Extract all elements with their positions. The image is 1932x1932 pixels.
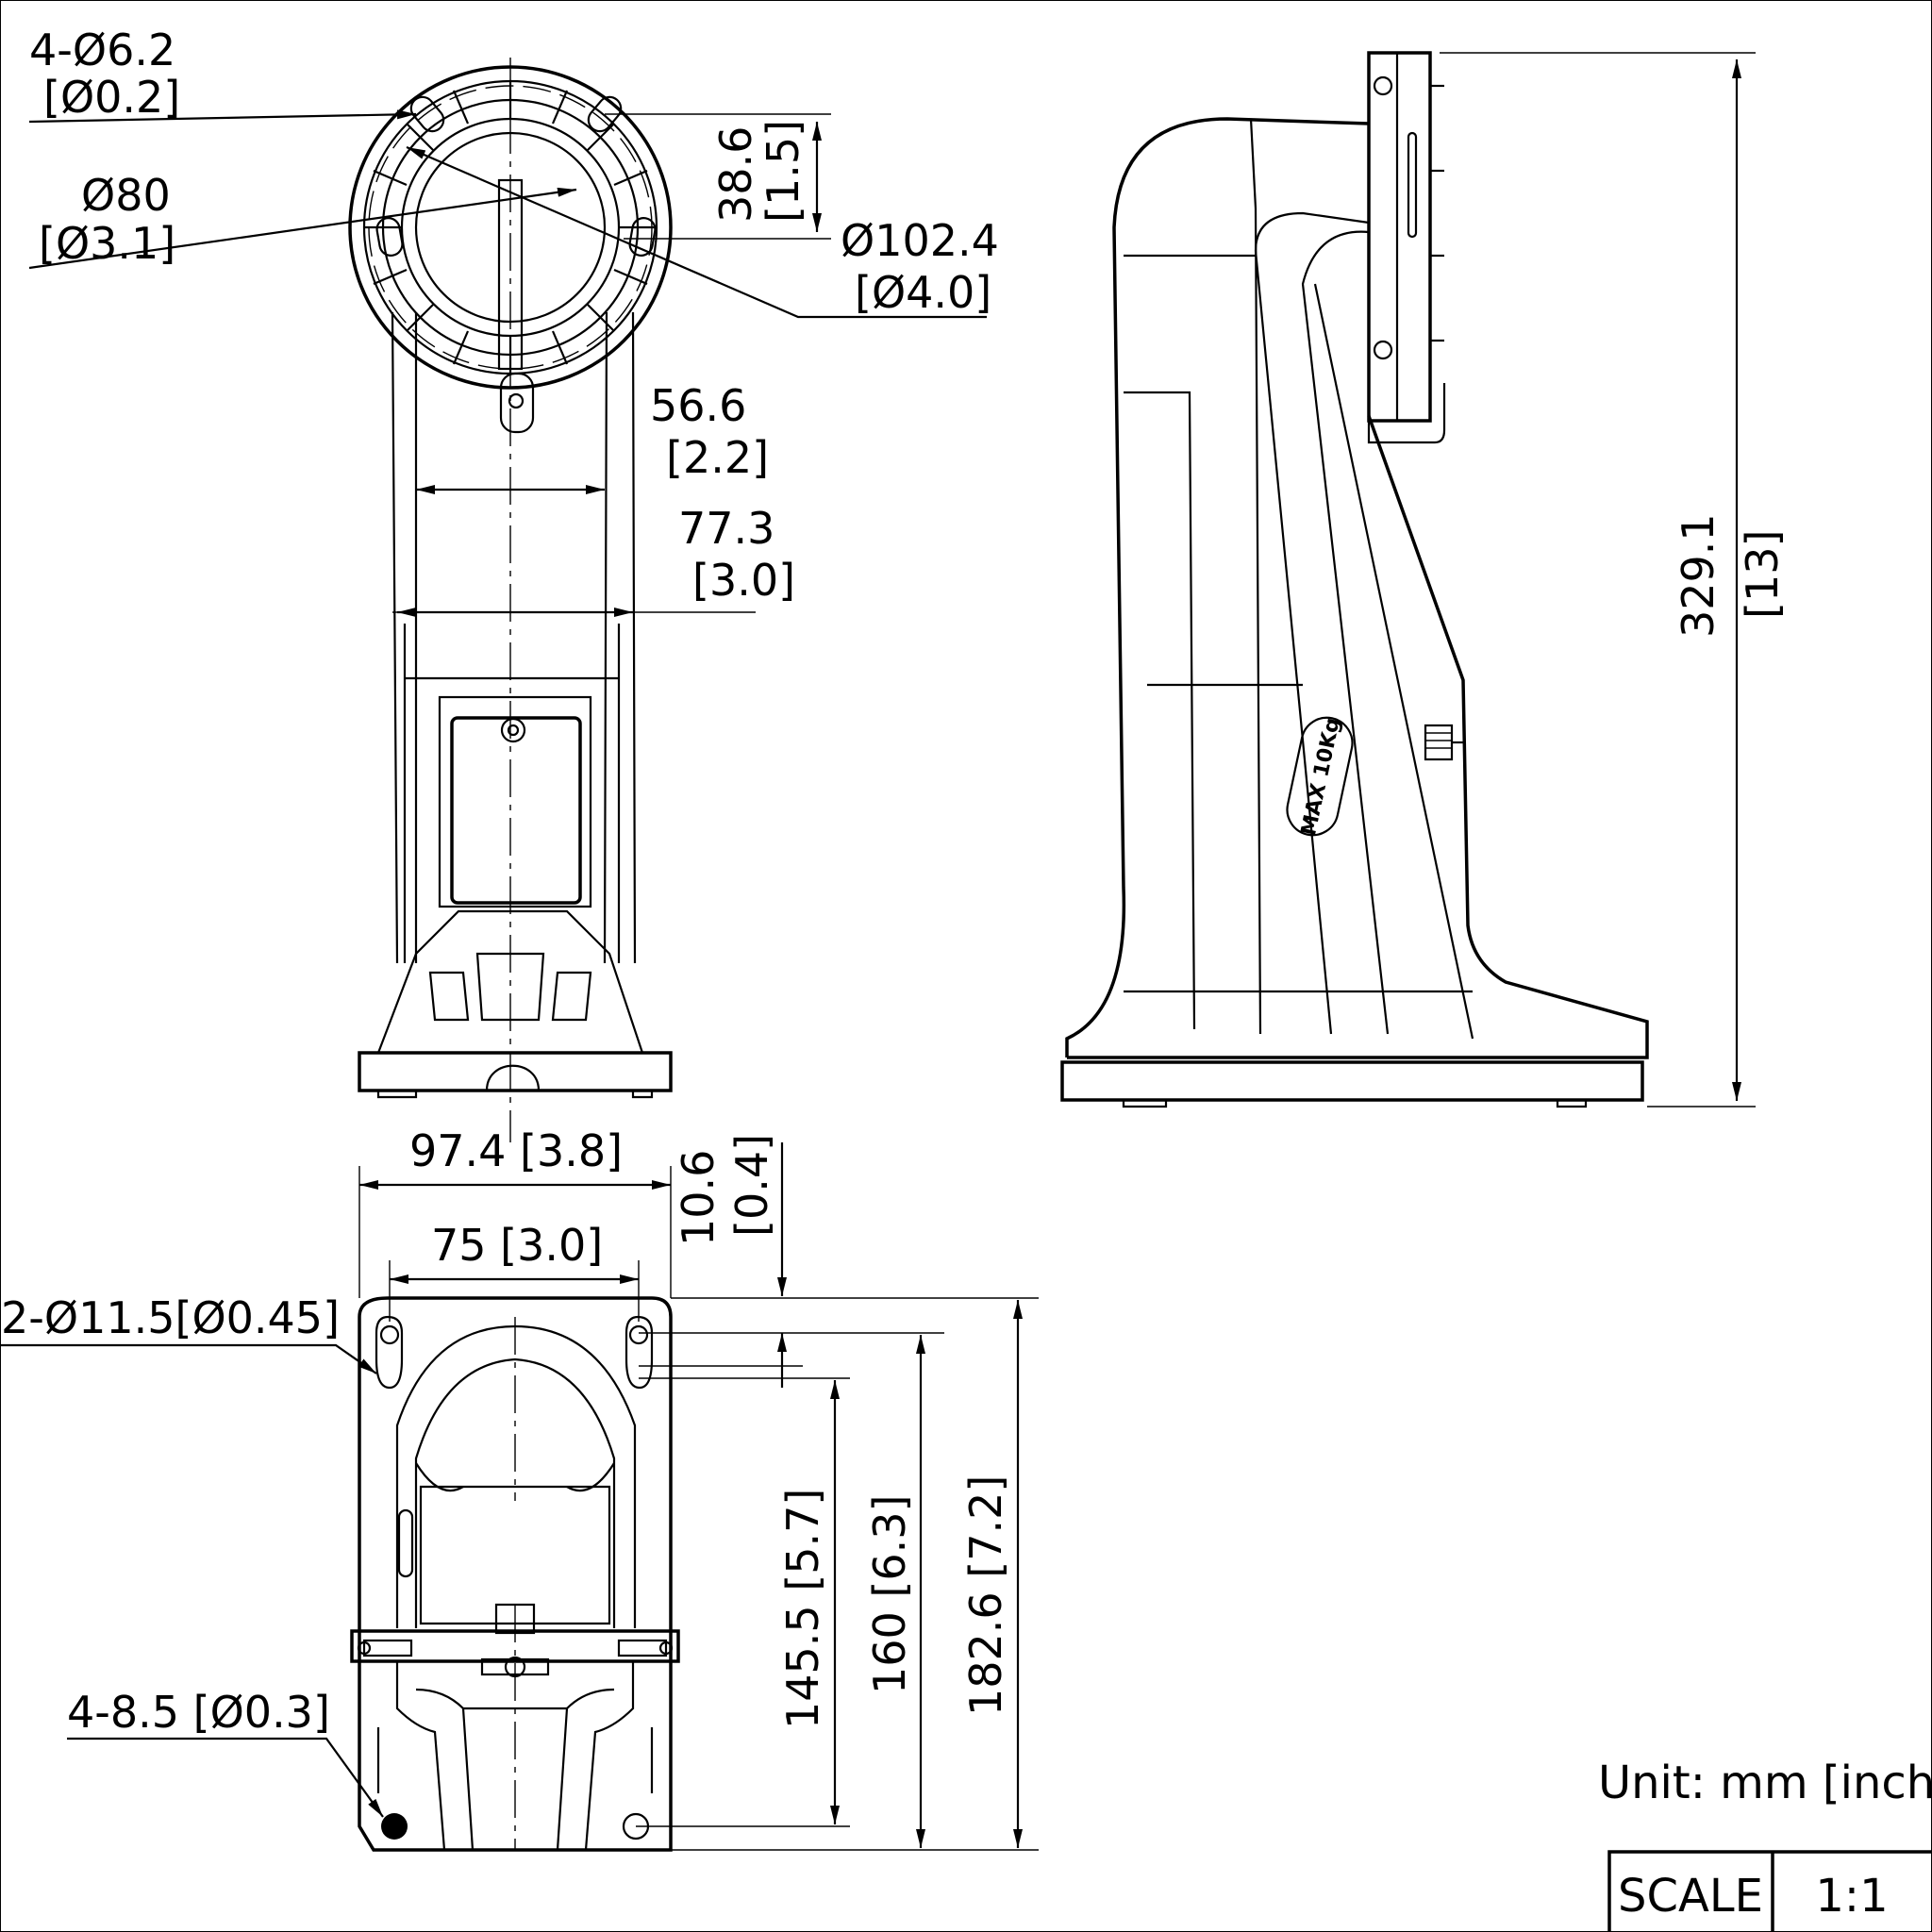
scale-label: SCALE [1618,1870,1763,1923]
label-hole-4-6-2-inch: [Ø0.2] [43,72,180,123]
label-dim-38-6-inch: [1.5] [758,120,808,223]
front-view [28,58,987,1142]
label-dim-56-6-inch: [2.2] [666,432,769,483]
label-dim-56-6: 56.6 [650,380,746,431]
top-view-dimensions [1,1142,1039,1851]
label-hole-2-11-5: 2-Ø11.5[Ø0.45] [1,1292,340,1343]
dimension-labels: 4-Ø6.2 [Ø0.2] Ø80 [Ø3.1] Ø102.4 [Ø4.0] 3… [1,25,1932,1809]
side-view: MAX 10Kg [1060,51,1756,1108]
label-dim-10-6-inch: [0.4] [726,1134,777,1237]
arm-front-profile [358,311,673,1099]
label-dia-80: Ø80 [81,170,171,221]
label-dim-77-3-inch: [3.0] [692,555,795,606]
label-dia-102-4: Ø102.4 [841,215,999,266]
label-dim-77-3: 77.3 [678,503,774,554]
label-dim-329-1-inch: [13] [1737,530,1788,619]
label-dim-329-1: 329.1 [1673,513,1724,638]
max-load-badge: MAX 10Kg [1286,716,1354,838]
scale-value: 1:1 [1815,1870,1888,1923]
label-dim-10-6: 10.6 [673,1150,724,1246]
label-dia-80-inch: [Ø3.1] [39,218,175,269]
label-dim-182-6: 182.6 [7.2] [960,1475,1011,1716]
label-dim-160: 160 [6.3] [864,1495,915,1694]
unit-note: Unit: mm [inch] [1598,1757,1932,1809]
label-hole-4-8-5: 4-8.5 [Ø0.3] [67,1687,330,1738]
scale-table: SCALE 1:1 [1607,1850,1931,1931]
front-view-dimensions [28,109,987,617]
top-view [1,1142,1039,1852]
label-dim-38-6: 38.6 [710,126,761,223]
svg-text:MAX 10Kg: MAX 10Kg [1297,716,1345,838]
label-dia-102-4-inch: [Ø4.0] [855,267,991,318]
label-dim-75: 75 [3.0] [431,1220,603,1271]
flange-top-view [348,58,673,1142]
label-hole-4-6-2: 4-Ø6.2 [29,25,175,75]
label-dim-145-5: 145.5 [5.7] [777,1489,828,1729]
label-dim-97-4: 97.4 [3.8] [409,1125,623,1176]
